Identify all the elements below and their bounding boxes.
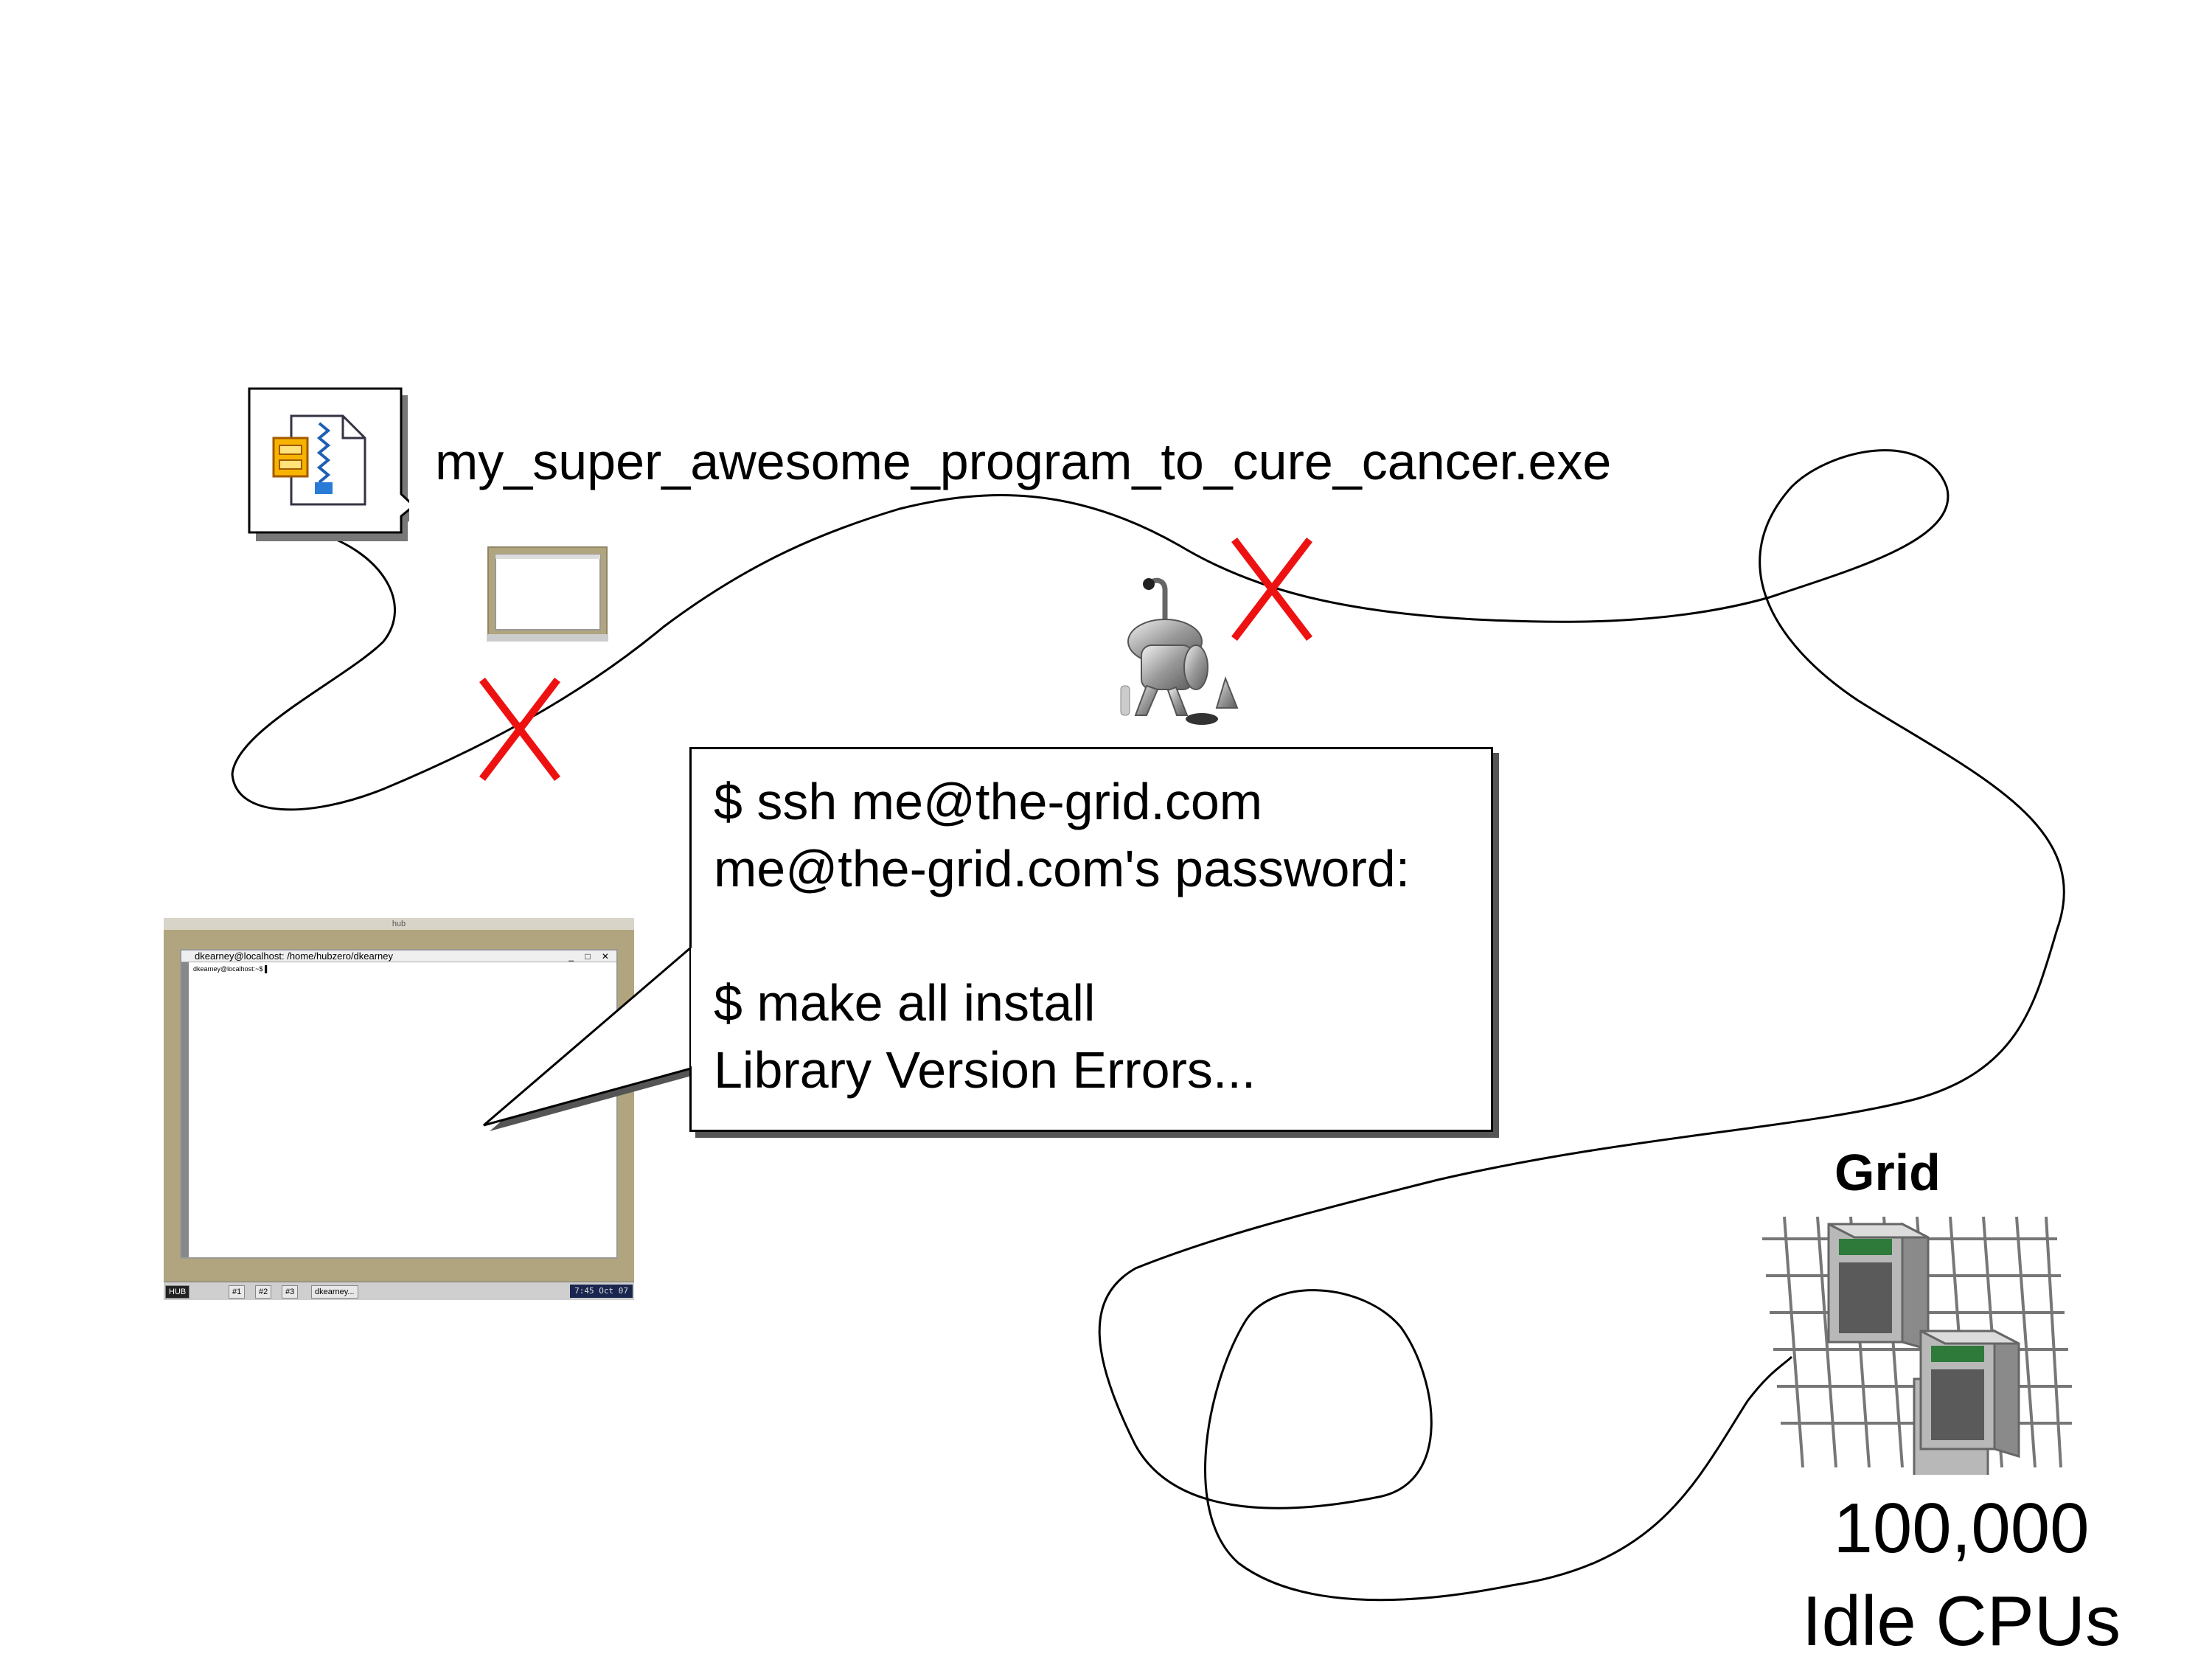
idle-cpu-count: 100,000 Idle CPUs [1799,1482,2124,1668]
compressed-file-icon [248,387,422,541]
terminal-scrollbar[interactable] [181,962,189,1257]
red-x-icon [479,677,560,782]
workspace-3[interactable]: #3 [282,1285,299,1299]
hub-logo[interactable]: HUB [165,1285,190,1299]
grid-title: Grid [1834,1144,1941,1201]
workspace-1[interactable]: #1 [229,1285,246,1299]
terminal-prompt[interactable]: dkearney@localhost:~$ ▌ [193,965,270,973]
taskbar: HUB #1 #2 #3 dkearney... 7:45 Oct 07 [164,1282,634,1300]
red-x-icon [1231,537,1312,642]
cpu-count-value: 100,000 [1833,1489,2090,1568]
callout-line-make: $ make all install [714,974,1096,1032]
terminal-window-title: dkearney@localhost: /home/hubzero/dkearn… [181,951,616,962]
callout-line-ssh: $ ssh me@the-grid.com [714,773,1263,830]
callout-pointer [483,945,697,1131]
meat-grinder-icon [1106,575,1246,734]
file-icon-box[interactable] [247,386,422,541]
program-filename: my_super_awesome_program_to_cure_cancer.… [435,433,1612,490]
cpu-count-label: Idle CPUs [1801,1582,2121,1661]
desktop-thumbnail-icon [487,546,608,642]
terminal-output-callout: $ ssh me@the-grid.com me@the-grid.com's … [689,747,1493,1132]
workspace-2[interactable]: #2 [255,1285,272,1299]
callout-line-blank [714,903,1491,970]
desktop-top-label: hub [164,918,634,930]
callout-joint [691,948,695,1066]
taskbar-clock: 7:45 Oct 07 [570,1285,633,1298]
callout-line-errors: Library Version Errors... [714,1041,1256,1099]
server-grid-icon [1762,1216,2072,1475]
taskbar-task[interactable]: dkearney... [311,1285,358,1299]
window-buttons[interactable]: _ □ ✕ [568,951,613,962]
callout-line-password: me@the-grid.com's password: [714,840,1411,897]
